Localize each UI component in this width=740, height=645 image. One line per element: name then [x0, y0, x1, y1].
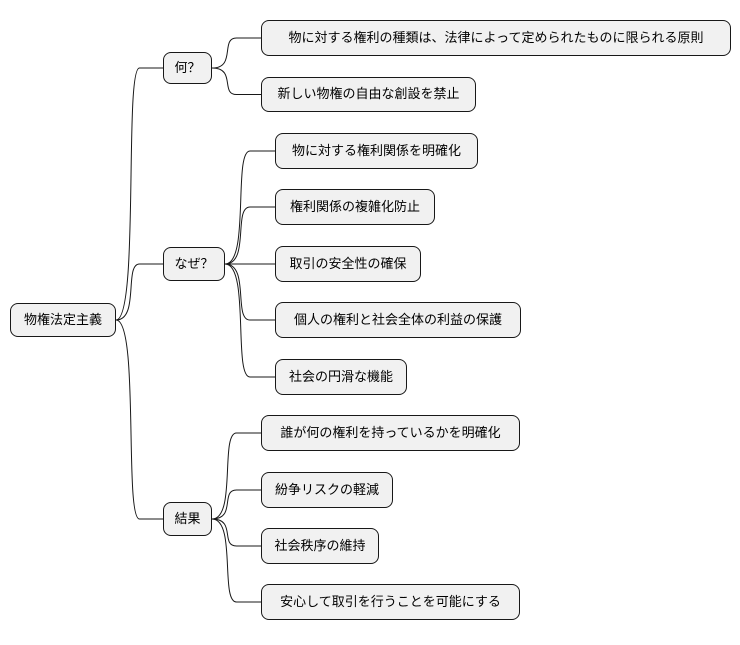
connector-leaf-what-definition [211, 37, 261, 69]
connector-leaf-why-clarify [224, 150, 275, 265]
connector-leaf-what-prohibition [211, 67, 261, 95]
connector-leaf-result-clarify-owner [211, 432, 261, 520]
leaf-why-clarify: 物に対する権利関係を明確化 [275, 133, 478, 169]
connector-root-branch-why [115, 263, 163, 321]
leaf-why-rights-protection: 個人の権利と社会全体の利益の保護 [275, 302, 521, 338]
connector-leaf-result-social-order [211, 518, 261, 547]
branch-what: 何？ [163, 52, 212, 84]
leaf-what-definition: 物に対する権利の種類は、法律によって定められたものに限られる原則 [261, 20, 731, 56]
connector-root-branch-result [115, 319, 163, 520]
branch-result: 結果 [163, 502, 212, 536]
leaf-result-reduce-dispute: 紛争リスクの軽減 [261, 472, 393, 508]
leaf-result-social-order: 社会秩序の維持 [261, 528, 379, 564]
leaf-what-prohibition: 新しい物権の自由な創設を禁止 [261, 77, 476, 112]
connector-leaf-result-reduce-dispute [211, 489, 261, 520]
leaf-why-transaction-safety: 取引の安全性の確保 [275, 246, 421, 282]
leaf-why-prevent-complexity: 権利関係の複雑化防止 [275, 189, 435, 225]
branch-why: なぜ？ [163, 247, 225, 281]
connector-leaf-why-prevent-complexity [224, 206, 275, 265]
leaf-result-safe-transactions: 安心して取引を行うことを可能にする [261, 584, 520, 620]
root-node: 物権法定主義 [10, 303, 116, 337]
connector-leaf-result-safe-transactions [211, 518, 261, 603]
leaf-why-smooth-society: 社会の円滑な機能 [275, 359, 407, 395]
connector-leaf-why-smooth-society [224, 263, 275, 378]
connector-leaf-why-rights-protection [224, 263, 275, 321]
connector-root-branch-what [115, 67, 163, 321]
leaf-result-clarify-owner: 誰が何の権利を持っているかを明確化 [261, 415, 520, 451]
